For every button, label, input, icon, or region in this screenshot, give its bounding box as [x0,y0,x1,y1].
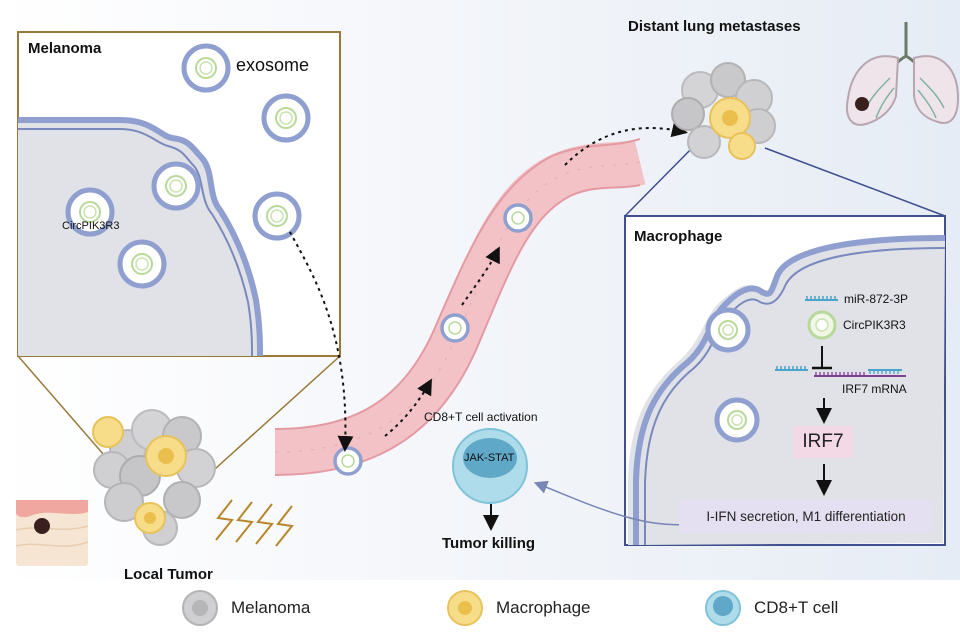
exosome-icon [117,239,167,289]
circpik3r3-label-right: CircPIK3R3 [843,318,906,332]
lightning-icon [215,499,294,547]
legend-melanoma: Melanoma [217,588,310,628]
free-mirna-icon [775,366,808,371]
cd8-t-cell-icon [705,590,741,626]
macrophage-exosome-icon [705,307,751,353]
ifn-secretion-box: I-IFN secretion, M1 differentiation [679,500,933,533]
irf7-mrna-icon [814,369,906,377]
exosome-icon [252,191,302,241]
cd8-activation-label: CD8+T cell activation [424,410,538,424]
exosome-icon [261,93,311,143]
circrna-icon [807,310,837,340]
circpik3r3-label-left: CircPIK3R3 [62,220,120,232]
legend-macrophage-label: Macrophage [496,598,591,617]
jak-stat-label: JAK-STAT [464,452,515,464]
zoom-line-top-left [624,139,701,217]
melanoma-cell-membrane [18,117,263,357]
legend-macrophage: Macrophage [482,588,591,628]
macrophage-panel [624,215,946,546]
local-tumor-label: Local Tumor [124,566,213,583]
macrophage-cell-cytoplasm [628,236,945,545]
irf7-mrna-label: IRF7 mRNA [842,382,907,396]
vessel-exosome-icon [503,203,533,233]
dotted-arrow-to-lung [564,121,688,166]
distant-metastases-title: Distant lung metastases [628,18,801,35]
cd8-t-cell [452,428,528,504]
skin-icon [15,500,89,566]
vessel-exosome-icon [440,313,470,343]
zoom-line-right [204,355,341,479]
macrophage-panel-title: Macrophage [634,228,723,245]
legend-cd8: CD8+T cell [740,588,838,628]
macrophage-exosome-icon [714,397,760,443]
irf7-box: IRF7 [793,426,853,458]
mirna-icon [805,296,838,301]
mir-872-3p-label: miR-872-3P [844,292,909,306]
legend-melanoma-label: Melanoma [231,598,311,617]
inhibition-bar [812,346,832,370]
zoom-line-top-right [764,147,946,217]
dotted-arrow-exosome-release [289,231,354,452]
metastasis-cluster [671,62,776,160]
exosome-icon [181,43,231,93]
local-tumor-cluster [92,409,216,546]
lung-icon [846,22,960,126]
melanoma-cell-icon [182,590,218,626]
exosome-icon [151,161,201,211]
melanoma-panel-title: Melanoma [28,40,102,57]
exosome-group-left [65,43,311,289]
exosome-label: exosome [236,55,310,75]
macrophage-cell-icon [447,590,483,626]
exosome-icon [65,187,115,237]
arrow-ifn-to-cd8 [533,480,691,526]
dotted-arrow-vessel-1 [384,378,432,437]
vessel-exosome-icon [333,446,363,476]
dotted-arrow-vessel-2 [461,246,500,306]
macrophage-cell-membrane [633,235,946,545]
tumor-killing-label: Tumor killing [442,535,536,552]
legend-cd8-label: CD8+T cell [754,598,839,617]
